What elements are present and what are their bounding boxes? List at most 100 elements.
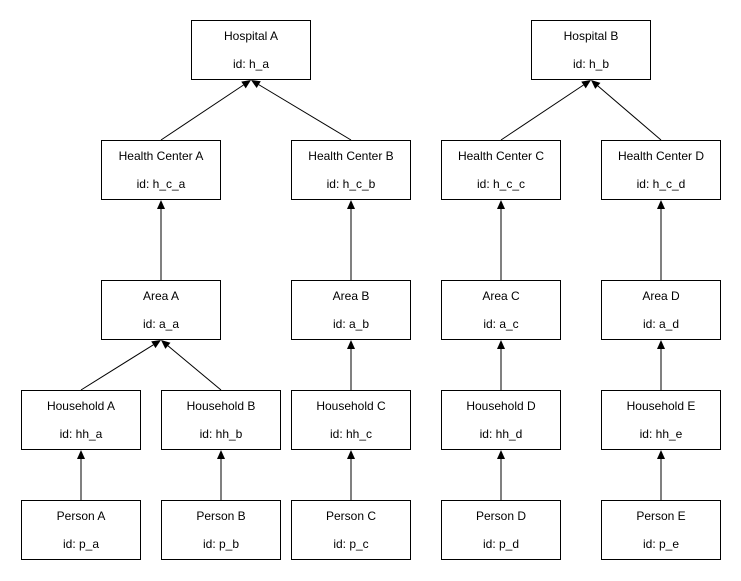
arrowhead-icon — [347, 340, 355, 349]
node-id: id: p_a — [62, 537, 100, 551]
node-hospital-a: Hospital A id: h_a — [191, 20, 311, 80]
arrowhead-icon — [497, 200, 505, 209]
connector-line — [80, 344, 154, 391]
node-title: Hospital A — [223, 29, 279, 43]
node-title: Hospital B — [563, 29, 619, 43]
arrowhead-icon — [347, 200, 355, 209]
connector-arrow — [217, 450, 225, 500]
node-title: Person A — [56, 509, 106, 523]
node-title: Household C — [316, 399, 386, 413]
arrowhead-icon — [217, 450, 225, 459]
node-id: id: hh_d — [479, 427, 523, 441]
node-title: Area C — [482, 289, 520, 303]
arrowhead-icon — [497, 340, 505, 349]
arrowhead-icon — [347, 450, 355, 459]
arrowhead-icon — [581, 80, 591, 89]
node-id: id: a_d — [642, 317, 680, 331]
node-id: id: hh_b — [199, 427, 243, 441]
connector-arrow — [591, 80, 662, 141]
node-title: Household D — [466, 399, 536, 413]
arrowhead-icon — [497, 450, 505, 459]
connector-arrow — [157, 200, 165, 280]
arrowhead-icon — [657, 340, 665, 349]
node-title: Person C — [325, 509, 377, 523]
node-title: Person B — [196, 509, 246, 523]
node-id: id: p_d — [482, 537, 520, 551]
node-id: id: h_c_c — [476, 177, 526, 191]
node-title: Health Center D — [617, 149, 705, 163]
connector-arrow — [80, 340, 161, 391]
node-person-c: Person C id: p_c — [291, 500, 411, 560]
connector-arrow — [500, 80, 591, 141]
node-id: id: hh_e — [639, 427, 683, 441]
connector-arrow — [161, 340, 222, 391]
node-title: Household A — [46, 399, 116, 413]
node-hospital-b: Hospital B id: h_b — [531, 20, 651, 80]
node-household-d: Household D id: hh_d — [441, 390, 561, 450]
node-id: id: h_a — [232, 57, 270, 71]
connector-line — [160, 84, 244, 141]
connector-arrow — [160, 80, 251, 141]
node-id: id: hh_c — [329, 427, 373, 441]
node-id: id: a_c — [483, 317, 519, 331]
connector-line — [167, 345, 222, 391]
arrowhead-icon — [657, 450, 665, 459]
node-person-a: Person A id: p_a — [21, 500, 141, 560]
node-household-b: Household B id: hh_b — [161, 390, 281, 450]
connector-arrow — [347, 450, 355, 500]
connector-arrow — [251, 80, 352, 141]
node-title: Area B — [332, 289, 370, 303]
node-household-e: Household E id: hh_e — [601, 390, 721, 450]
arrowhead-icon — [77, 450, 85, 459]
node-person-e: Person E id: p_e — [601, 500, 721, 560]
node-id: id: a_a — [142, 317, 180, 331]
node-title: Health Center B — [308, 149, 394, 163]
connector-arrow — [657, 340, 665, 390]
node-area-b: Area B id: a_b — [291, 280, 411, 340]
node-id: id: hh_a — [59, 427, 103, 441]
node-health-center-a: Health Center A id: h_c_a — [101, 140, 221, 200]
node-id: id: h_c_a — [136, 177, 186, 191]
node-title: Area D — [642, 289, 680, 303]
arrowhead-icon — [151, 340, 161, 349]
node-id: id: p_b — [202, 537, 240, 551]
node-health-center-d: Health Center D id: h_c_d — [601, 140, 721, 200]
node-household-a: Household A id: hh_a — [21, 390, 141, 450]
arrowhead-icon — [591, 80, 601, 89]
arrowhead-icon — [161, 340, 171, 349]
node-id: id: h_c_d — [636, 177, 686, 191]
node-id: id: p_c — [333, 537, 369, 551]
node-id: id: a_b — [332, 317, 370, 331]
connector-arrow — [347, 340, 355, 390]
node-household-c: Household C id: hh_c — [291, 390, 411, 450]
node-id: id: h_b — [572, 57, 610, 71]
node-title: Area A — [142, 289, 180, 303]
node-person-d: Person D id: p_d — [441, 500, 561, 560]
connector-line — [500, 84, 584, 141]
node-health-center-c: Health Center C id: h_c_c — [441, 140, 561, 200]
node-health-center-b: Health Center B id: h_c_b — [291, 140, 411, 200]
arrowhead-icon — [251, 80, 261, 89]
connector-arrow — [77, 450, 85, 500]
node-id: id: h_c_b — [326, 177, 376, 191]
arrowhead-icon — [157, 200, 165, 209]
node-title: Health Center A — [118, 149, 204, 163]
arrowhead-icon — [657, 200, 665, 209]
node-area-c: Area C id: a_c — [441, 280, 561, 340]
connector-arrow — [657, 450, 665, 500]
node-title: Person D — [475, 509, 527, 523]
node-title: Household E — [626, 399, 696, 413]
connector-arrow — [497, 450, 505, 500]
node-title: Health Center C — [457, 149, 545, 163]
connector-arrow — [497, 340, 505, 390]
node-area-a: Area A id: a_a — [101, 280, 221, 340]
connector-line — [597, 85, 662, 141]
node-person-b: Person B id: p_b — [161, 500, 281, 560]
connector-arrow — [657, 200, 665, 280]
connector-arrow — [347, 200, 355, 280]
arrowhead-icon — [241, 80, 251, 89]
connector-arrow — [497, 200, 505, 280]
node-id: id: p_e — [642, 537, 680, 551]
